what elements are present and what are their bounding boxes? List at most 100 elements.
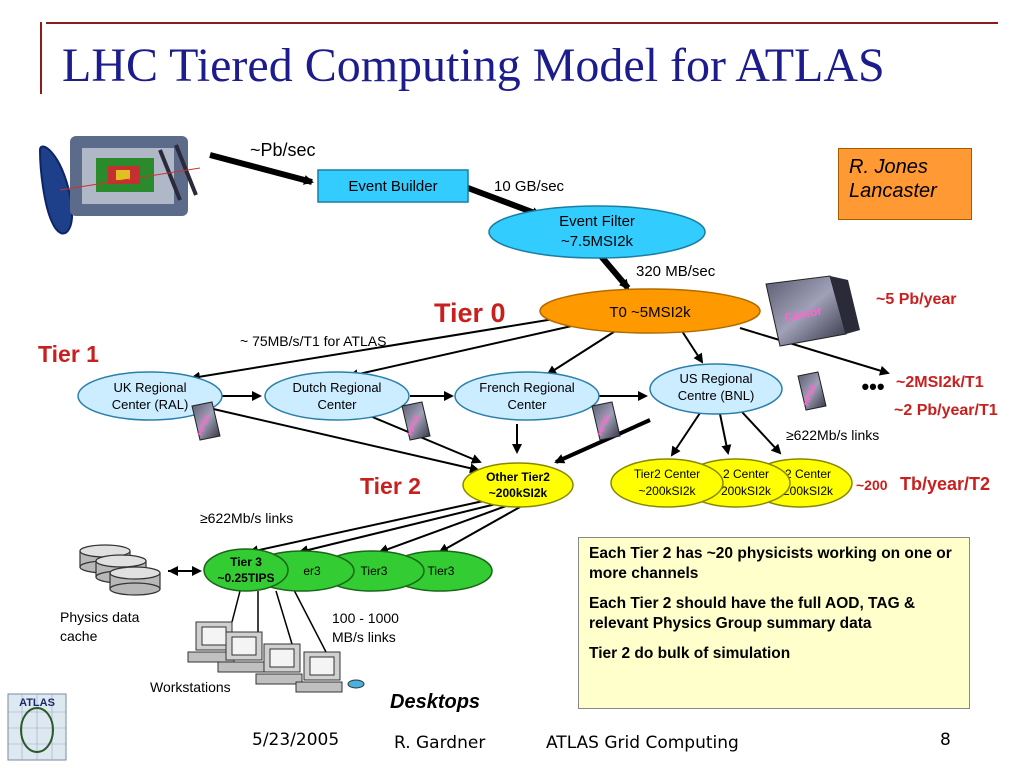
us-center-sub: Centre (BNL) — [678, 388, 755, 403]
t0-label: T0 ~5MSI2k — [609, 304, 691, 321]
workstations-image — [187, 621, 365, 693]
hpss-storage-uk: HPSS — [191, 401, 221, 441]
rate-mb-sec: 320 MB/sec — [636, 263, 716, 280]
physics-data-cache-disks — [79, 544, 161, 596]
arrow-t0-to-dutch — [348, 322, 586, 380]
arrow-uk-to-other-t2 — [195, 404, 480, 474]
tier3-d-label: Tier3 — [428, 564, 455, 578]
frame-left-rule — [40, 22, 42, 94]
dutch-center-sub: Center — [317, 397, 357, 412]
stat-pb-year: ~5 Pb/year — [876, 291, 957, 308]
info-simulation: Tier 2 do bulk of simulation — [589, 645, 791, 662]
tier2-label: Tier 2 — [360, 473, 421, 499]
other-tier2-capacity: ~200kSI2k — [489, 486, 548, 500]
tier3-b-label: er3 — [303, 564, 321, 578]
uk-center-sub: Center (RAL) — [112, 397, 189, 412]
info-aod: Each Tier 2 should have the full AOD, TA… — [589, 595, 916, 632]
arrow-t0-to-us — [679, 327, 704, 364]
other-tier2-node: Other Tier2 ~200kSI2k — [462, 462, 574, 508]
rate-pb-sec: ~Pb/sec — [250, 140, 316, 160]
workstation-3 — [255, 643, 303, 685]
event-builder-node: Event Builder — [317, 169, 469, 203]
stat-pb-year-t1: ~2 Pb/year/T1 — [894, 402, 998, 419]
event-filter-label: Event Filter — [559, 213, 635, 230]
us-regional-center-node: US Regional Centre (BNL) — [649, 363, 783, 415]
arrow-t2-to-t3-d — [438, 506, 521, 553]
t2-center-a-node: Tier2 Center ~200kSI2k — [610, 458, 724, 508]
desktops-label: Desktops — [390, 691, 480, 713]
links-ws-line2: MB/s links — [332, 629, 396, 645]
castor-server-image: Castor — [765, 275, 860, 347]
arrow-t0-to-french — [546, 327, 621, 376]
tier3-main-label: Tier 3 — [230, 555, 262, 569]
link-ws-3 — [275, 590, 293, 645]
physics-cache-label: Physics data — [60, 609, 140, 625]
hpss-storage-french: HPSS — [591, 401, 621, 441]
arrow-builder-to-filter — [458, 182, 542, 218]
dutch-center-label: Dutch Regional — [293, 380, 382, 395]
tier2-info-box: Each Tier 2 has ~20 physicists working o… — [578, 537, 970, 709]
other-tier2-label: Other Tier2 — [486, 470, 550, 484]
event-builder-label: Event Builder — [348, 178, 437, 195]
arrow-t2-to-t3-b — [298, 503, 497, 555]
t2c-a-sub: ~200kSI2k — [638, 484, 696, 498]
t2c-c-sub: 200kSI2k — [783, 484, 834, 498]
atlas-logo: ATLAS — [7, 693, 67, 761]
tier3-c-label: Tier3 — [361, 564, 388, 578]
us-center-label: US Regional — [680, 371, 753, 386]
arrow-t2-to-t3-a — [248, 499, 489, 556]
t2c-b-label: 2 Center — [723, 467, 769, 481]
slide-title: LHC Tiered Computing Model for ATLAS — [62, 39, 885, 92]
arrow-detector-to-builder — [209, 152, 314, 185]
hpss-storage-us: HPSS — [797, 371, 827, 411]
connector-lines — [168, 152, 890, 653]
physics-cache-label-2: cache — [60, 628, 98, 644]
links-us: ≥622Mb/s links — [786, 427, 879, 443]
rate-t1: ~ 75MB/s/T1 for ATLAS — [240, 333, 386, 349]
arrow-t2-to-t3-c — [378, 505, 507, 554]
author-box: R. Jones Lancaster — [838, 148, 972, 220]
dutch-regional-center-node: Dutch Regional Center — [264, 371, 410, 421]
author-name: R. Jones — [849, 156, 928, 178]
atlas-detector-image — [38, 128, 201, 235]
stat-tb-year-t2: Tb/year/T2 — [900, 474, 990, 494]
svg-text:ATLAS: ATLAS — [19, 697, 55, 709]
event-filter-node: Event Filter ~7.5MSI2k — [488, 205, 706, 259]
links-t2: ≥622Mb/s links — [200, 510, 293, 526]
footer-presenter: R. Gardner — [394, 733, 486, 753]
french-center-label: French Regional — [479, 380, 574, 395]
t2c-c-label: 2 Center — [785, 467, 831, 481]
tier0-label: Tier 0 — [434, 298, 506, 328]
french-regional-center-node: French Regional Center — [454, 371, 600, 421]
link-ws-4 — [293, 589, 327, 653]
t0-node: T0 ~5MSI2k — [539, 288, 761, 334]
event-filter-capacity: ~7.5MSI2k — [561, 233, 634, 250]
t2c-b-sub: 200kSI2k — [721, 484, 772, 498]
french-center-sub: Center — [507, 397, 547, 412]
arrow-dutch-to-other-t2 — [369, 415, 482, 464]
arrow-us-to-t2c-b — [719, 413, 732, 455]
stat-msi-t1: ~2MSI2k/T1 — [896, 374, 984, 391]
arrow-us-to-t2c-c — [741, 411, 782, 455]
footer-talk: ATLAS Grid Computing — [546, 733, 739, 753]
arrow-us-to-other-t2 — [554, 418, 651, 464]
tier3-main-capacity: ~0.25TIPS — [217, 571, 274, 585]
more-centers-ellipsis: ••• — [861, 374, 884, 399]
tier3-main-node: Tier 3 ~0.25TIPS — [203, 548, 289, 592]
author-affiliation: Lancaster — [849, 180, 937, 202]
hpss-storage-dutch: HPSS — [401, 401, 431, 441]
uk-regional-center-node: UK Regional Center (RAL) — [77, 371, 223, 421]
links-ws-line1: 100 - 1000 — [332, 610, 399, 626]
frame-top-rule — [46, 22, 998, 24]
workstations-label: Workstations — [150, 679, 231, 695]
rate-gb-sec: 10 GB/sec — [494, 178, 565, 195]
workstation-4 — [295, 651, 365, 693]
info-physicists: Each Tier 2 has ~20 physicists working o… — [589, 545, 952, 582]
workstation-2 — [217, 631, 265, 673]
link-ws-1 — [231, 590, 241, 623]
footer-date: 5/23/2005 — [252, 730, 340, 750]
uk-center-label: UK Regional — [114, 380, 187, 395]
t2c-a-label: Tier2 Center — [634, 467, 700, 481]
